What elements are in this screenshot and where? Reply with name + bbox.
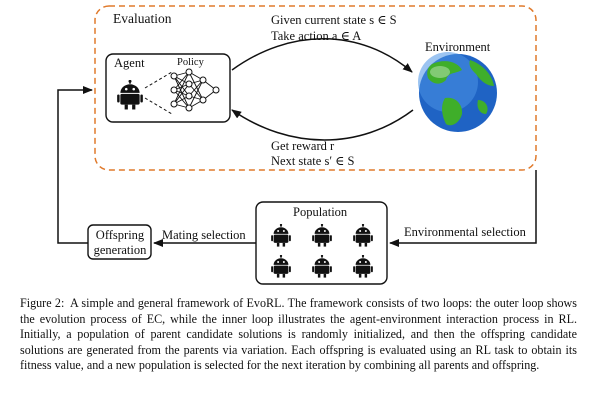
neuron-node bbox=[170, 86, 178, 94]
population-label: Population bbox=[293, 205, 348, 219]
evaluation-box bbox=[94, 5, 537, 171]
reward-arrow bbox=[231, 109, 414, 141]
offspring-line1: Offspring bbox=[95, 228, 145, 242]
environmental-selection-label: Environmental selection bbox=[404, 225, 526, 239]
neural-network-nodes bbox=[170, 68, 220, 112]
action-arrow bbox=[231, 38, 413, 73]
agent-box bbox=[105, 53, 231, 123]
offspring-to-evaluation-arrow bbox=[57, 86, 93, 244]
diagram-canvas bbox=[57, 5, 537, 285]
caption-label: Figure 2: bbox=[20, 296, 65, 310]
evaluation-label: Evaluation bbox=[113, 11, 172, 26]
figure-caption: Figure 2: A simple and general framework… bbox=[20, 296, 577, 374]
mating-selection-label: Mating selection bbox=[162, 228, 246, 242]
neuron-node bbox=[185, 80, 193, 88]
policy-label: Policy bbox=[177, 57, 204, 68]
neuron-node bbox=[199, 76, 207, 84]
state-action-line1: Given current state s ∈ S bbox=[271, 13, 397, 27]
environment-label: Environment bbox=[425, 40, 491, 54]
neuron-node bbox=[212, 86, 220, 94]
agent-label: Agent bbox=[114, 56, 145, 70]
globe-icon bbox=[418, 52, 497, 132]
reward-line2: Next state s′ ∈ S bbox=[271, 154, 355, 168]
neuron-node bbox=[170, 72, 178, 80]
neuron-node bbox=[199, 96, 207, 104]
reward-line1: Get reward r bbox=[271, 139, 335, 153]
neuron-node bbox=[185, 68, 193, 76]
caption-text: A simple and general framework of EvoRL.… bbox=[20, 296, 578, 372]
neuron-node bbox=[185, 92, 193, 100]
offspring-box bbox=[87, 224, 152, 260]
environmental-selection-arrow bbox=[389, 170, 537, 247]
neuron-node bbox=[170, 100, 178, 108]
evorl-framework-diagram: Evaluation Agent Policy Given current st… bbox=[57, 5, 537, 285]
state-action-line2: Take action a ∈ A bbox=[271, 29, 362, 43]
neuron-node bbox=[185, 104, 193, 112]
offspring-line2: generation bbox=[93, 243, 147, 257]
